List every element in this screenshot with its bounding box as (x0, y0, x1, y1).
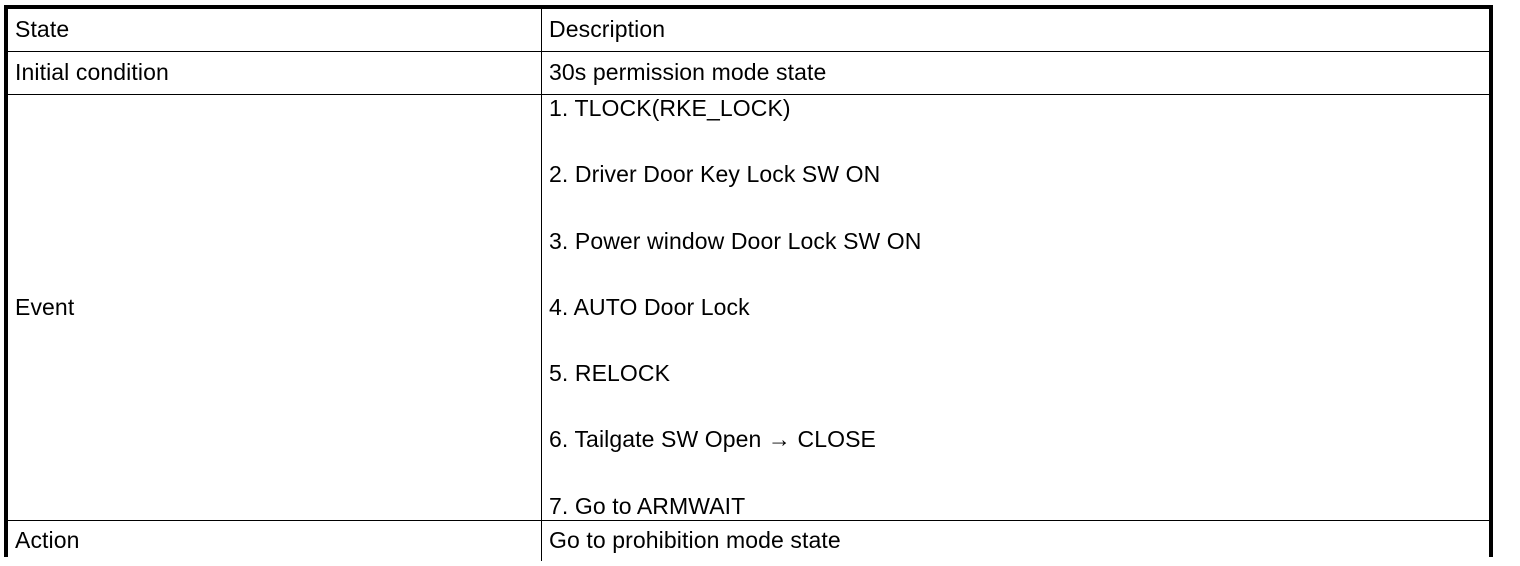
row-label-action: Action (8, 520, 542, 561)
list-item: 1. TLOCK(RKE_LOCK) (549, 94, 791, 121)
event-list: 1. TLOCK(RKE_LOCK) 2. Driver Door Key Lo… (549, 94, 1489, 519)
table: State Description Initial condition 30s … (8, 9, 1489, 561)
list-item: 5. RELOCK (549, 360, 671, 387)
table-row: Event 1. TLOCK(RKE_LOCK) 2. Driver Door … (8, 94, 1489, 521)
row-value-action: Go to prohibition mode state (541, 520, 1489, 561)
row-label-event: Event (8, 94, 542, 521)
list-item: 4. AUTO Door Lock (549, 293, 750, 320)
list-item: 6. Tailgate SW Open → CLOSE (549, 426, 876, 453)
list-item: 3. Power window Door Lock SW ON (549, 227, 922, 254)
column-header-state: State (8, 9, 542, 52)
column-header-description: Description (541, 9, 1489, 52)
list-item: 2. Driver Door Key Lock SW ON (549, 161, 881, 188)
table-header-row: State Description (8, 9, 1489, 52)
row-value-event: 1. TLOCK(RKE_LOCK) 2. Driver Door Key Lo… (541, 94, 1489, 521)
state-description-table: State Description Initial condition 30s … (4, 5, 1493, 561)
row-label-initial-condition: Initial condition (8, 51, 542, 95)
row-value-initial-condition: 30s permission mode state (541, 51, 1489, 95)
table-row: Initial condition 30s permission mode st… (8, 51, 1489, 95)
table-row: Action Go to prohibition mode state (8, 520, 1489, 561)
list-item: 7. Go to ARMWAIT (549, 492, 746, 519)
